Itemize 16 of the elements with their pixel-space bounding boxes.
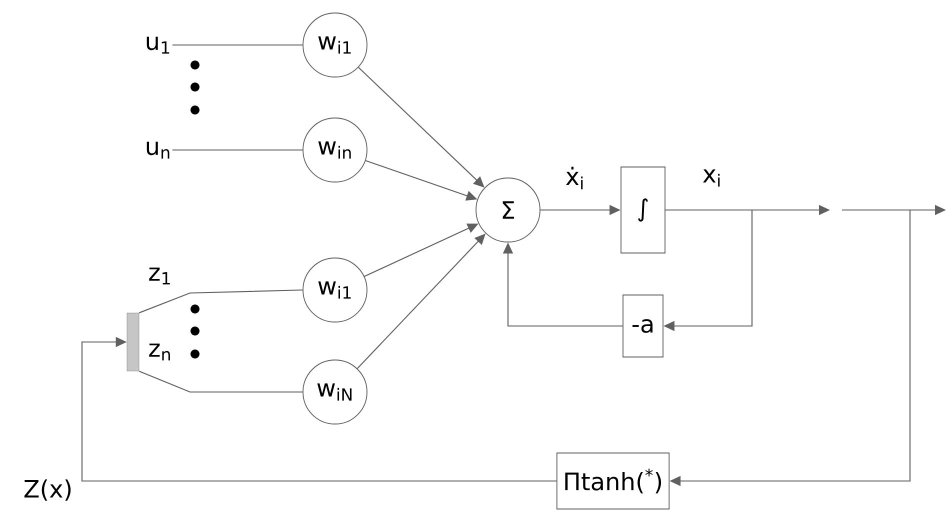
connector-line xyxy=(139,289,303,314)
signal-label: Z(x) xyxy=(24,479,71,501)
connector-line xyxy=(172,149,303,151)
edge-label: z$_{n}$ xyxy=(147,342,173,362)
integrator-box: ∫ xyxy=(620,166,666,254)
edge-label: ẋ$_{i}$ xyxy=(564,166,586,190)
input-label: u$_{1}$ xyxy=(146,36,170,54)
edge-label: z$_{1}$ xyxy=(147,266,173,286)
bar-block xyxy=(126,312,140,372)
connector-line xyxy=(139,370,303,393)
activation-box: Πtanh($^{*}$) xyxy=(556,452,670,510)
gain-box: -a xyxy=(622,294,664,358)
edge-label: x$_{i}$ xyxy=(701,168,723,188)
input-label: u$_{n}$ xyxy=(146,141,170,159)
connector-line xyxy=(172,44,303,46)
arrow xyxy=(81,336,556,482)
